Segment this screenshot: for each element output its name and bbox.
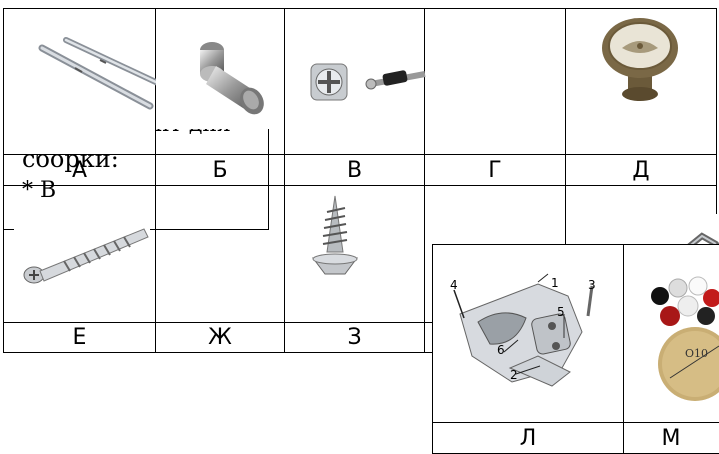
confirmat-screw-icon <box>38 37 163 110</box>
hinge-callout-6: 6 <box>497 343 505 357</box>
hinge-callout-4: 4 <box>450 278 458 292</box>
label-d: Д <box>632 158 650 183</box>
label-z: З <box>347 325 362 350</box>
furniture-knob-icon <box>602 18 678 101</box>
image-a-bg <box>4 9 155 154</box>
label-e: Е <box>72 325 87 350</box>
row3-divider <box>432 422 719 423</box>
plastic-caps-icon <box>651 276 719 401</box>
label-v: В <box>346 158 363 183</box>
image-v-bg <box>285 9 424 129</box>
label-m: М <box>661 426 681 451</box>
cap-size-label: O10 <box>685 347 709 360</box>
hinge-callout-2: 2 <box>510 368 518 382</box>
wood-screw-icon <box>312 195 358 275</box>
label-l: Л <box>519 426 537 451</box>
label-a: А <box>71 158 88 183</box>
hinge-icon <box>453 273 594 387</box>
image-z-bg <box>296 192 406 292</box>
row1-divider <box>3 154 717 155</box>
bg-text-4: * В <box>22 178 57 203</box>
hinge-callout-3: 3 <box>588 278 596 292</box>
shelf-pin-icon <box>200 42 264 115</box>
label-b: Б <box>212 158 228 183</box>
row2-divider <box>3 322 717 323</box>
hinge-callout-1: 1 <box>551 276 559 290</box>
self-tapping-screw-icon <box>23 228 149 284</box>
label-zh: Ж <box>208 325 232 350</box>
eccentric-connector-icon <box>310 63 426 101</box>
hinge-callout-5: 5 <box>557 305 565 319</box>
label-g: Г <box>488 158 502 183</box>
